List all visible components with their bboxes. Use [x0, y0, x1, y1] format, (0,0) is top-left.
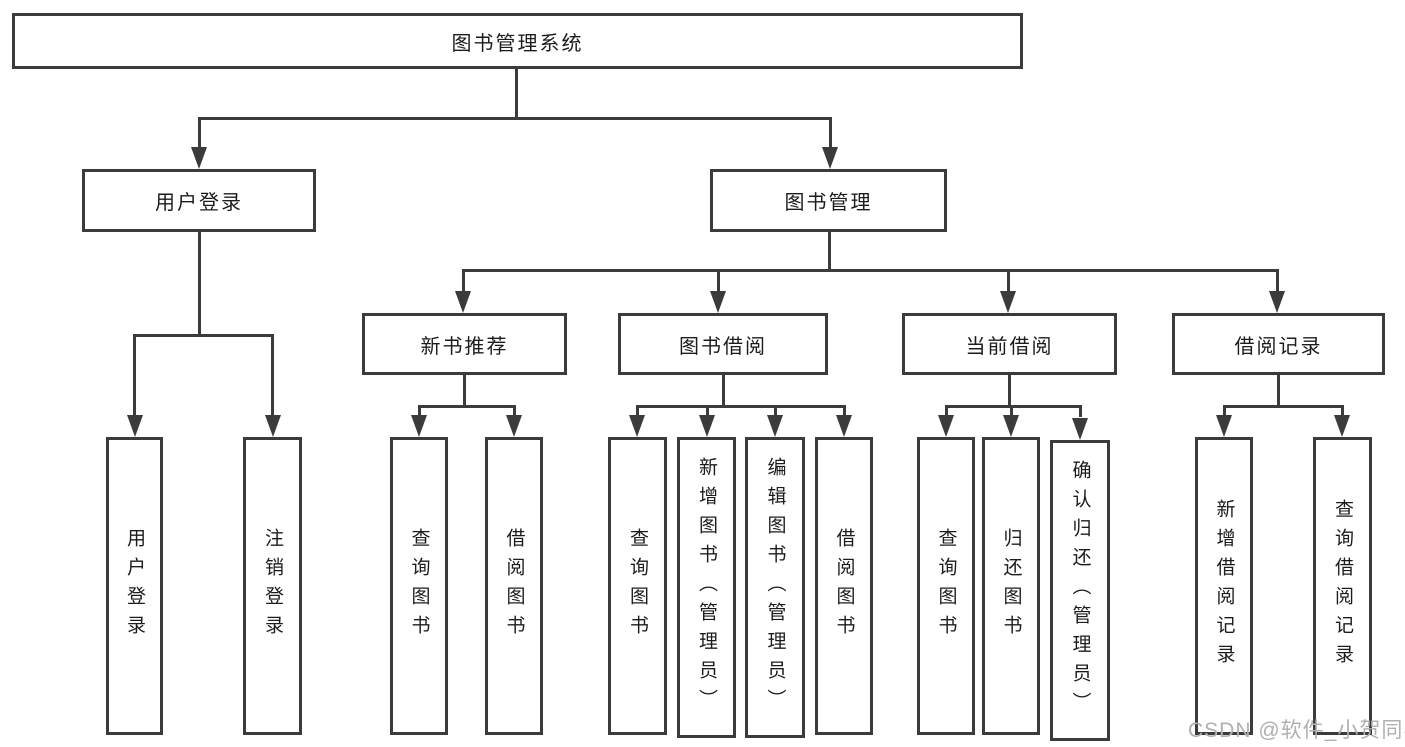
connector-to-leaf-logout — [271, 334, 274, 417]
arrow-down-icon — [1334, 415, 1350, 437]
connector-level3-crossbar — [461, 269, 1278, 272]
node-current-borrowing: 当前借阅 — [902, 313, 1117, 375]
connector-new-book-recommend-crossbar — [417, 405, 516, 408]
leaf-add-borrow-record-label: 新增借阅记录 — [1213, 499, 1235, 673]
arrow-down-icon — [126, 415, 143, 437]
node-book-management: 图书管理 — [710, 169, 947, 232]
leaf-return-books: 归还图书 — [982, 437, 1040, 735]
leaf-query-books-recommend: 查询图书 — [390, 437, 448, 735]
node-book-borrowing-label: 图书借阅 — [679, 335, 767, 358]
connector-book-borrowing-stem — [721, 373, 725, 407]
connector-root-stem — [515, 66, 518, 119]
leaf-confirm-return-admin: 确认归还（管理员） — [1050, 440, 1110, 741]
connector-user-login-stem — [197, 230, 201, 336]
connector-leaf-stub — [512, 405, 516, 417]
arrow-down-icon — [191, 147, 207, 169]
node-user-login: 用户登录 — [82, 169, 316, 232]
leaf-add-borrow-record: 新增借阅记录 — [1195, 437, 1253, 735]
arrow-down-icon — [506, 415, 522, 437]
node-current-borrowing-label: 当前借阅 — [965, 335, 1054, 358]
connector-book-borrowing-crossbar — [635, 405, 845, 408]
node-root-label: 图书管理系统 — [451, 32, 584, 55]
leaf-edit-book-admin: 编辑图书（管理员） — [745, 437, 805, 738]
connector-leaf-stub — [1078, 405, 1082, 417]
arrow-down-icon — [822, 147, 838, 169]
leaf-add-book-admin-label: 新增图书（管理员） — [696, 457, 717, 718]
arrow-down-icon — [1000, 291, 1016, 313]
node-new-book-recommend: 新书推荐 — [362, 313, 567, 375]
arrow-down-icon — [699, 415, 715, 437]
connector-leaf-stub — [1222, 405, 1226, 417]
node-new-book-recommend-label: 新书推荐 — [420, 335, 509, 358]
leaf-query-books-current-label: 查询图书 — [935, 528, 957, 644]
arrow-down-icon — [1269, 291, 1285, 313]
connector-leaf-stub — [842, 405, 846, 417]
connector-to-leaf-user-login — [133, 334, 136, 417]
connector-leaf-stub — [635, 405, 639, 417]
arrow-down-icon — [629, 415, 645, 437]
leaf-borrow-books-recommend: 借阅图书 — [485, 437, 543, 735]
connector-to-user-login — [197, 117, 201, 149]
leaf-return-books-label: 归还图书 — [1000, 528, 1022, 644]
leaf-confirm-return-admin-label: 确认归还（管理员） — [1069, 460, 1091, 721]
node-user-login-label: 用户登录 — [155, 192, 243, 214]
connector-to-borrowing-records — [1275, 269, 1279, 293]
connector-to-current-borrowing — [1006, 269, 1010, 293]
arrow-down-icon — [767, 415, 783, 437]
arrow-down-icon — [411, 415, 427, 437]
connector-to-new-book-recommend — [461, 269, 465, 293]
leaf-logout: 注销登录 — [243, 437, 302, 735]
connector-to-book-management — [828, 117, 832, 149]
connector-leaf-stub — [705, 405, 709, 417]
connector-leaf-stub — [1009, 405, 1013, 417]
leaf-query-books-current: 查询图书 — [917, 437, 975, 735]
arrow-down-icon — [1072, 418, 1088, 440]
leaf-query-borrow-record-label: 查询借阅记录 — [1332, 499, 1353, 673]
connector-borrowing-records-stem — [1276, 373, 1280, 407]
arrow-down-icon — [455, 291, 471, 313]
csdn-watermark: CSDN @软件_小贺同学 — [1188, 719, 1405, 742]
connector-borrowing-records-crossbar — [1222, 405, 1344, 408]
leaf-logout-label: 注销登录 — [262, 528, 283, 644]
connector-root-crossbar — [197, 117, 832, 120]
node-book-management-label: 图书管理 — [784, 192, 873, 214]
arrow-down-icon — [1003, 415, 1019, 437]
leaf-query-books-recommend-label: 查询图书 — [408, 528, 430, 644]
leaf-query-books-borrowing: 查询图书 — [608, 437, 667, 735]
leaf-query-borrow-record: 查询借阅记录 — [1313, 437, 1372, 735]
node-borrowing-records: 借阅记录 — [1172, 313, 1385, 375]
connector-book-management-stem — [827, 230, 831, 272]
connector-leaf-stub — [944, 405, 948, 417]
arrow-down-icon — [836, 415, 852, 437]
leaf-user-login-label: 用户登录 — [124, 528, 145, 644]
node-book-borrowing: 图书借阅 — [618, 313, 828, 375]
connector-new-book-recommend-stem — [462, 373, 466, 407]
node-root: 图书管理系统 — [12, 13, 1023, 69]
leaf-borrow-books-borrowing-label: 借阅图书 — [833, 528, 855, 644]
connector-current-borrowing-stem — [1007, 373, 1011, 407]
connector-current-borrowing-crossbar — [944, 405, 1082, 408]
arrow-down-icon — [264, 415, 281, 437]
connector-to-book-borrowing — [716, 269, 720, 293]
leaf-edit-book-admin-label: 编辑图书（管理员） — [764, 457, 786, 718]
connector-leaf-stub — [773, 405, 777, 417]
arrow-down-icon — [938, 415, 954, 437]
leaf-query-books-borrowing-label: 查询图书 — [627, 528, 648, 644]
leaf-borrow-books-borrowing: 借阅图书 — [815, 437, 873, 735]
arrow-down-icon — [710, 291, 726, 313]
arrow-down-icon — [1216, 415, 1232, 437]
leaf-add-book-admin: 新增图书（管理员） — [677, 437, 736, 738]
connector-user-login-crossbar — [133, 334, 274, 337]
connector-leaf-stub — [417, 405, 421, 417]
leaf-user-login: 用户登录 — [106, 437, 163, 735]
connector-leaf-stub — [1340, 405, 1344, 417]
node-borrowing-records-label: 借阅记录 — [1234, 335, 1323, 358]
leaf-borrow-books-recommend-label: 借阅图书 — [503, 528, 525, 644]
